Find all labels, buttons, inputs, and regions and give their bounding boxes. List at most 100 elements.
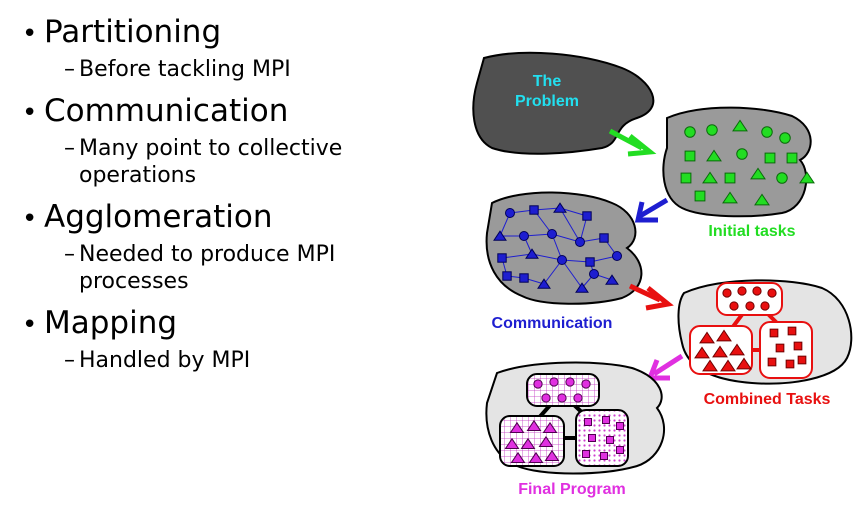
bullet-list: •Partitioning –Before tackling MPI •Comm…	[22, 10, 442, 380]
task-circle	[752, 286, 762, 296]
task-square	[616, 446, 624, 454]
task-triangle	[493, 230, 507, 241]
problem-label-line2: Problem	[515, 93, 579, 110]
task-triangle	[528, 451, 544, 464]
task-triangle	[537, 278, 551, 289]
task-triangle	[694, 346, 710, 359]
comm-edge	[501, 253, 533, 259]
task-circle	[549, 377, 559, 387]
task-triangle	[736, 357, 752, 370]
task-triangle	[732, 119, 748, 132]
task-circle	[722, 288, 732, 298]
task-square	[497, 253, 507, 263]
task-square	[785, 359, 795, 369]
task-circle	[575, 237, 585, 247]
design-process-diagram: The Problem Initial tasks Communication …	[472, 51, 853, 498]
bullet-mapping: •Mapping –Handled by MPI	[22, 301, 442, 374]
task-triangle	[504, 437, 520, 450]
square-group	[759, 321, 813, 379]
arrow-to-initial-tasks	[608, 128, 657, 157]
task-circle	[519, 231, 529, 241]
task-triangle	[722, 191, 738, 204]
bullet-title: Communication	[44, 93, 289, 129]
task-square	[606, 436, 614, 444]
task-circle	[779, 132, 791, 144]
task-triangle	[553, 202, 567, 213]
comm-edge	[531, 253, 563, 261]
task-circle	[736, 148, 748, 160]
task-circle	[573, 393, 583, 403]
sub-bullet: Before tackling MPI	[79, 57, 291, 82]
task-triangle	[526, 419, 542, 432]
sub-bullet: Handled by MPI	[79, 348, 251, 373]
task-square	[582, 450, 590, 458]
task-triangle	[712, 345, 728, 358]
bullet-title: Agglomeration	[44, 199, 273, 235]
task-square	[775, 343, 785, 353]
task-circle	[541, 393, 551, 403]
task-circle	[612, 251, 622, 261]
task-square	[585, 257, 595, 267]
task-circle	[581, 379, 591, 389]
task-triangle	[729, 343, 745, 356]
task-square	[680, 172, 692, 184]
initial-tasks-label: Initial tasks	[708, 223, 795, 240]
task-square	[797, 355, 807, 365]
task-square	[502, 271, 512, 281]
task-square	[519, 273, 529, 283]
task-circle	[760, 301, 770, 311]
initial-tasks-blob	[662, 106, 812, 218]
sub-bullet: Many point to collective operations	[79, 136, 343, 188]
task-square	[602, 416, 610, 424]
task-square	[600, 452, 608, 460]
task-triangle	[520, 437, 536, 450]
task-circle	[776, 172, 788, 184]
task-square	[582, 211, 592, 221]
task-triangle	[702, 359, 718, 372]
task-circle	[557, 255, 567, 265]
combined-tasks-label: Combined Tasks	[704, 391, 831, 408]
task-circle	[761, 126, 773, 138]
task-square	[793, 341, 803, 351]
task-circle	[565, 377, 575, 387]
task-circle	[557, 393, 567, 403]
task-triangle	[575, 282, 589, 293]
task-triangle	[544, 449, 560, 462]
task-square	[588, 434, 596, 442]
sub-bullet: Needed to produce MPI processes	[79, 242, 336, 294]
task-triangle	[754, 193, 770, 206]
task-triangle	[716, 329, 732, 342]
final-program-label: Final Program	[518, 481, 626, 498]
task-triangle	[525, 248, 539, 259]
bullet-title: Partitioning	[44, 14, 222, 50]
task-square	[769, 328, 779, 338]
arrow-to-communication	[634, 197, 669, 223]
task-circle	[729, 301, 739, 311]
task-triangle	[538, 435, 554, 448]
task-square	[694, 190, 706, 202]
task-square	[684, 150, 696, 162]
task-square	[764, 152, 776, 164]
task-square	[599, 233, 609, 243]
task-square	[616, 422, 624, 430]
task-triangle	[706, 149, 722, 162]
task-circle	[684, 126, 696, 138]
task-triangle	[702, 171, 718, 184]
comm-edge	[559, 207, 581, 243]
task-triangle	[750, 167, 766, 180]
communication-graph	[493, 202, 622, 293]
task-triangle	[720, 359, 736, 372]
task-triangle	[605, 274, 619, 285]
task-circle	[505, 208, 515, 218]
task-circle	[533, 379, 543, 389]
task-circle	[767, 288, 777, 298]
task-square	[584, 418, 592, 426]
communication-label: Communication	[492, 315, 613, 332]
task-triangle	[509, 421, 525, 434]
task-square	[529, 205, 539, 215]
task-square	[724, 172, 736, 184]
bullet-partitioning: •Partitioning –Before tackling MPI	[22, 10, 442, 83]
bullet-communication: •Communication –Many point to collective…	[22, 89, 442, 189]
task-square	[786, 152, 798, 164]
task-triangle	[542, 421, 558, 434]
